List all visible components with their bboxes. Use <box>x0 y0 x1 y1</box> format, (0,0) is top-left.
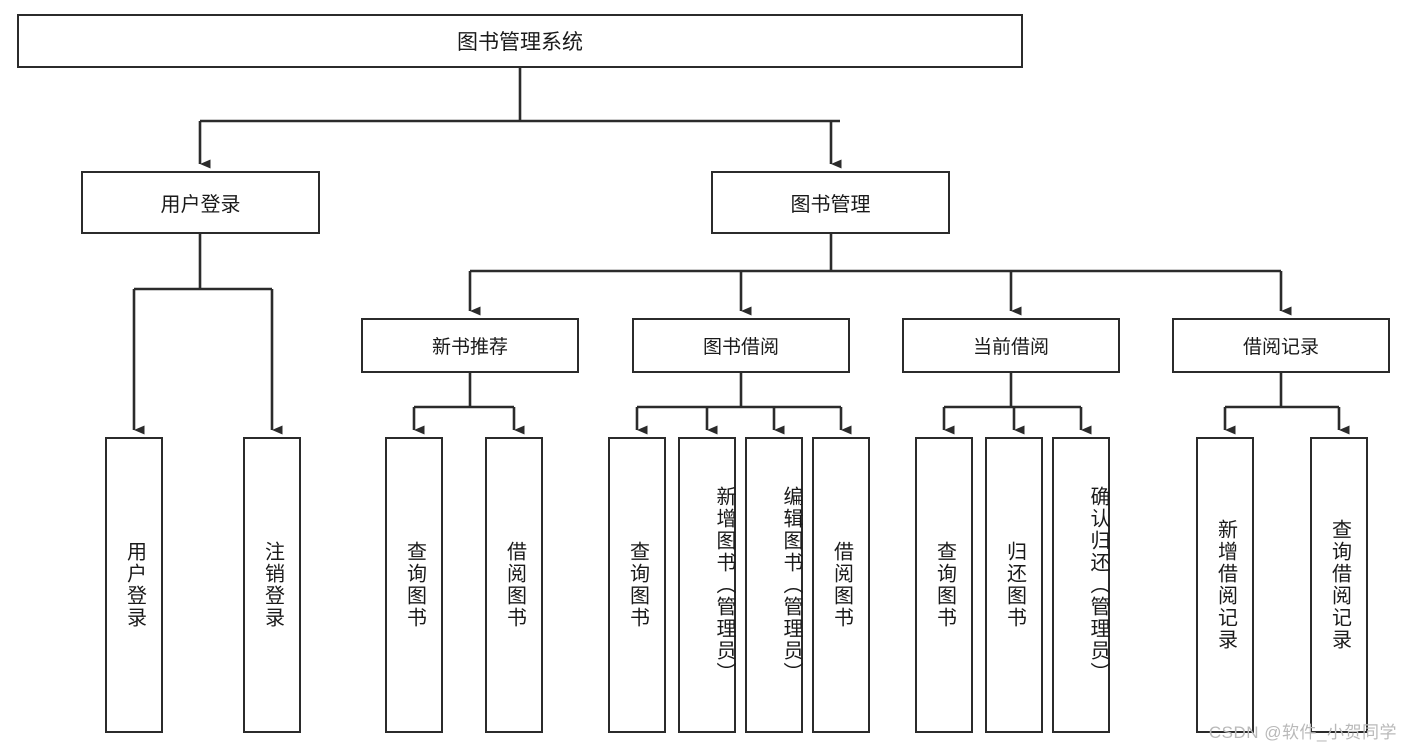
node-borrow-record[interactable]: 借阅记录 <box>1172 318 1390 373</box>
watermark: CSDN @软件_小贺同学 <box>1208 723 1397 742</box>
node-label: 借阅图书 <box>830 541 853 629</box>
node-user-login[interactable]: 用户登录 <box>81 171 320 234</box>
node-label: 查询图书 <box>626 541 649 629</box>
node-label: 用户登录 <box>160 194 241 216</box>
node-leaf-logout[interactable]: 注销登录 <box>243 437 301 733</box>
node-leaf-query-borrow-record[interactable]: 查询借阅记录 <box>1310 437 1368 733</box>
node-label: 新书推荐 <box>431 337 508 358</box>
node-leaf-query-book-1[interactable]: 查询图书 <box>385 437 443 733</box>
node-label: 查询图书 <box>403 541 426 629</box>
node-label: 借阅图书 <box>503 541 526 629</box>
node-book-borrow[interactable]: 图书借阅 <box>632 318 850 373</box>
node-leaf-add-borrow-record[interactable]: 新增借阅记录 <box>1196 437 1254 733</box>
node-label: 借阅记录 <box>1242 337 1319 358</box>
node-leaf-edit-book-admin[interactable]: 编辑图书（管理员） <box>745 437 803 733</box>
node-label: 图书借阅 <box>702 337 779 358</box>
node-label: 用户登录 <box>123 541 146 629</box>
node-leaf-add-book-admin[interactable]: 新增图书（管理员） <box>678 437 736 733</box>
node-label: 注销登录 <box>261 541 284 629</box>
node-book-management[interactable]: 图书管理 <box>711 171 950 234</box>
node-label: 归还图书 <box>1003 541 1026 629</box>
node-label: 查询图书 <box>933 541 956 629</box>
node-label: 查询借阅记录 <box>1328 519 1351 651</box>
node-leaf-user-login[interactable]: 用户登录 <box>105 437 163 733</box>
node-current-borrow[interactable]: 当前借阅 <box>902 318 1120 373</box>
node-leaf-query-book-2[interactable]: 查询图书 <box>608 437 666 733</box>
node-root-system[interactable]: 图书管理系统 <box>17 14 1023 68</box>
node-label: 编辑图书（管理员） <box>780 486 802 684</box>
node-leaf-query-book-3[interactable]: 查询图书 <box>915 437 973 733</box>
node-leaf-borrow-book-1[interactable]: 借阅图书 <box>485 437 543 733</box>
node-label: 确认归还（管理员） <box>1087 486 1109 684</box>
node-label: 当前借阅 <box>972 337 1049 358</box>
node-label: 新增图书（管理员） <box>713 486 735 684</box>
node-leaf-return-book[interactable]: 归还图书 <box>985 437 1043 733</box>
node-new-book-recommend[interactable]: 新书推荐 <box>361 318 579 373</box>
node-label: 图书管理系统 <box>457 31 583 54</box>
node-leaf-confirm-return[interactable]: 确认归还（管理员） <box>1052 437 1110 733</box>
node-label: 图书管理 <box>790 194 871 216</box>
node-leaf-borrow-book-2[interactable]: 借阅图书 <box>812 437 870 733</box>
node-label: 新增借阅记录 <box>1214 519 1237 651</box>
